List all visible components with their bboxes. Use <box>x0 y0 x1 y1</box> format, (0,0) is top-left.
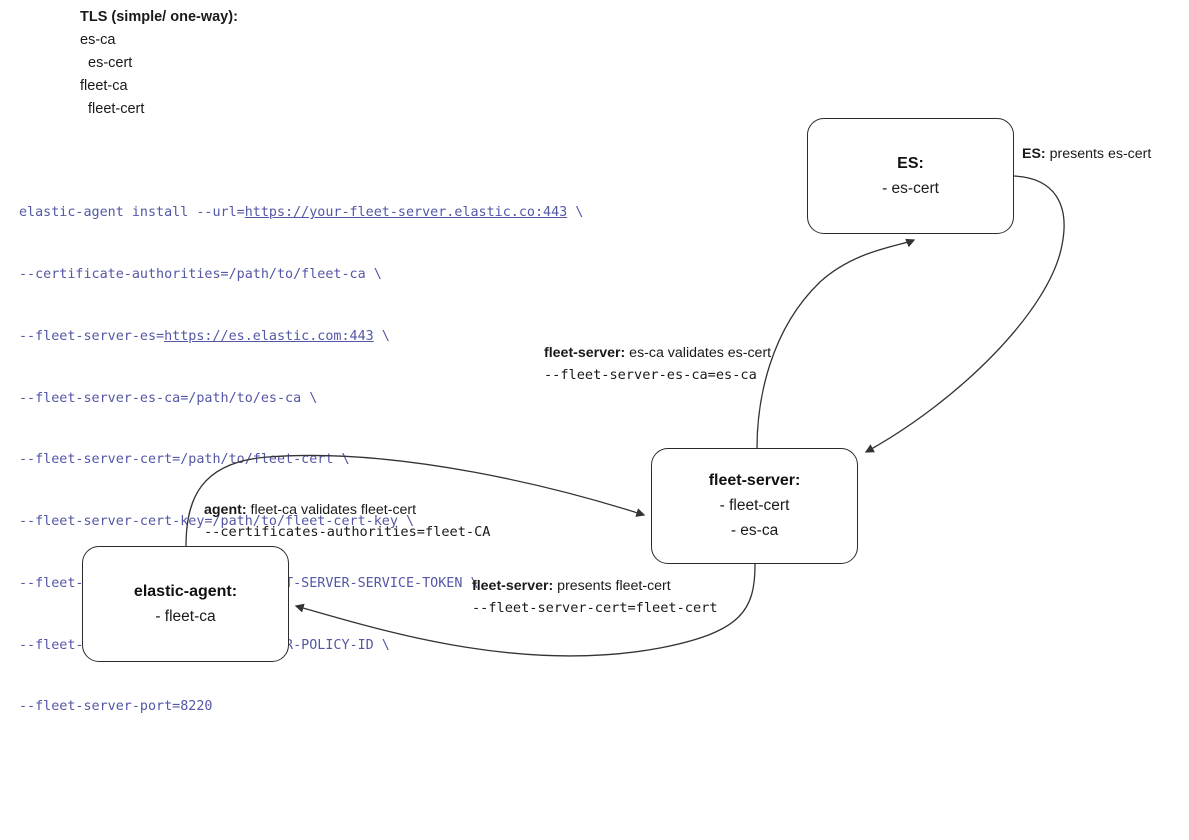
edge-label-fleet-validates-flag: --fleet-server-es-ca=es-ca <box>544 367 757 383</box>
tls-legend-item-fleet-cert: fleet-cert <box>88 101 145 117</box>
node-es[interactable]: ES: - es-cert <box>807 118 1014 234</box>
node-fleet-server-line1: - fleet-cert <box>719 497 790 514</box>
tls-legend-item-fleet-ca: fleet-ca <box>80 78 128 94</box>
node-es-title: ES: <box>897 154 924 172</box>
edge-label-agent-validates-body: fleet-ca validates fleet-cert <box>246 502 417 518</box>
node-fleet-server-line2: - es-ca <box>730 522 779 539</box>
node-fleet-server[interactable]: fleet-server: - fleet-cert - es-ca <box>651 448 858 564</box>
edge-label-fleet-presents-body: presents fleet-cert <box>553 578 671 594</box>
edge-label-fleet-presents-text: fleet-server: presents fleet-cert <box>472 576 718 597</box>
node-es-line1: - es-cert <box>882 179 939 197</box>
command-line-3: --fleet-server-es=https://es.elastic.com… <box>19 327 583 348</box>
edge-label-agent-validates-text: agent: fleet-ca validates fleet-cert <box>204 500 490 521</box>
tls-legend-item-es-ca: es-ca <box>80 32 116 48</box>
command-line-1: elastic-agent install --url=https://your… <box>19 203 583 224</box>
edge-label-fleet-validates-actor: fleet-server: <box>544 345 626 361</box>
edge-label-es-presents: ES: presents es-cert <box>1022 144 1151 165</box>
command-line-9: --fleet-server-port=8220 <box>19 699 213 715</box>
node-elastic-agent-line1: - fleet-ca <box>155 607 216 625</box>
edge-label-fleet-presents-actor: fleet-server: <box>472 578 554 594</box>
edge-label-agent-validates-flag: --certificates-authorities=fleet-CA <box>204 524 491 540</box>
edge-es-to-fleet <box>864 175 1065 453</box>
node-fleet-server-title: fleet-server: <box>708 472 801 489</box>
edge-agent-to-fleet <box>185 454 646 547</box>
edge-label-fleet-validates-body: es-ca validates es-cert <box>625 345 772 361</box>
edge-label-fleet-presents-flag: --fleet-server-cert=fleet-cert <box>472 600 718 616</box>
tls-legend-item-es-cert: es-cert <box>88 55 133 71</box>
tls-legend-title: TLS (simple/ one-way): <box>80 9 238 25</box>
node-elastic-agent-title: elastic-agent: <box>133 582 238 600</box>
edge-fleet-to-es <box>756 238 916 449</box>
edge-label-agent-validates-actor: agent: <box>204 502 247 518</box>
command-line-3-pre: --fleet-server-es= <box>19 328 165 344</box>
edge-label-es-presents-actor: ES: <box>1022 146 1046 162</box>
edge-label-fleet-validates: fleet-server: es-ca validates es-cert --… <box>544 343 771 386</box>
edge-label-es-presents-body: presents es-cert <box>1045 146 1152 162</box>
es-url-link[interactable]: https://es.elastic.com:443 <box>164 328 374 344</box>
command-line-1-post: \ <box>567 205 584 221</box>
edge-label-fleet-presents: fleet-server: presents fleet-cert --flee… <box>472 576 718 619</box>
edge-label-es-presents-text: ES: presents es-cert <box>1022 144 1151 165</box>
tls-legend: TLS (simple/ one-way): es-ca es-cert fle… <box>80 6 238 121</box>
command-line-5: --fleet-server-cert=/path/to/fleet-cert … <box>19 452 350 468</box>
node-elastic-agent[interactable]: elastic-agent: - fleet-ca <box>82 546 289 662</box>
fleet-server-url-link[interactable]: https://your-fleet-server.elastic.co:443 <box>244 205 568 221</box>
command-line-3-post: \ <box>373 328 390 344</box>
command-line-2: --certificate-authorities=/path/to/fleet… <box>19 266 382 282</box>
edge-fleet-to-agent <box>294 563 756 657</box>
edge-label-fleet-validates-text: fleet-server: es-ca validates es-cert <box>544 343 771 364</box>
command-line-4: --fleet-server-es-ca=/path/to/es-ca \ <box>19 390 318 406</box>
command-line-1-pre: elastic-agent install --url= <box>19 205 245 221</box>
edge-label-agent-validates: agent: fleet-ca validates fleet-cert --c… <box>204 500 490 543</box>
command-line-6: --fleet-server-cert-key=/path/to/fleet-c… <box>19 514 415 530</box>
